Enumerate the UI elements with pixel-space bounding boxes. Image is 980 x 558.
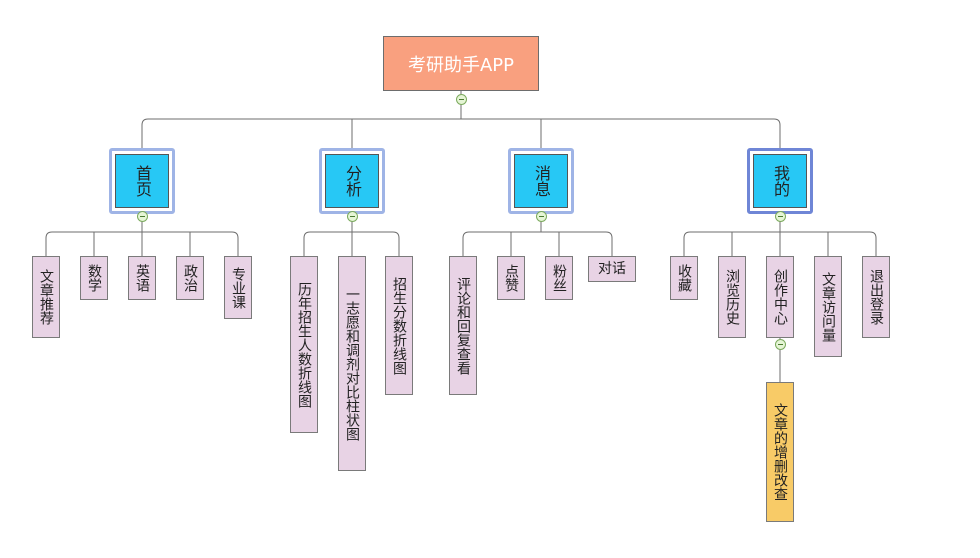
mine-collapse-toggle[interactable] (775, 211, 786, 222)
messages-collapse-toggle[interactable] (536, 211, 547, 222)
leaf-logout[interactable]: 退出登录 (862, 256, 890, 338)
leaf-english[interactable]: 英语 (128, 256, 156, 300)
leaf-creation-center[interactable]: 创作中心 (766, 256, 794, 338)
category-label-analysis: 分析 (325, 154, 379, 208)
leaf-likes[interactable]: 点赞 (497, 256, 525, 300)
leaf-math[interactable]: 数学 (80, 256, 108, 300)
home-collapse-toggle[interactable] (137, 211, 148, 222)
leaf-comments-replies[interactable]: 评论和回复查看 (449, 256, 477, 395)
root-collapse-toggle[interactable] (456, 94, 467, 105)
category-node-messages[interactable]: 消息 (508, 148, 574, 214)
category-label-mine: 我的 (753, 154, 807, 208)
leaf-article-views[interactable]: 文章访问量 (814, 256, 842, 357)
leaf-favorites[interactable]: 收藏 (670, 256, 698, 300)
root-node[interactable]: 考研助手APP (383, 36, 539, 91)
leaf-major-course[interactable]: 专业课 (224, 256, 252, 319)
creation-center-collapse-toggle[interactable] (775, 339, 786, 350)
category-label-messages: 消息 (514, 154, 568, 208)
leaf-score-line-chart[interactable]: 招生分数折线图 (385, 256, 413, 395)
category-node-home[interactable]: 首页 (109, 148, 175, 214)
leaf-browse-history[interactable]: 浏览历史 (718, 256, 746, 338)
leaf-article-crud[interactable]: 文章的增删改查 (766, 382, 794, 522)
analysis-collapse-toggle[interactable] (347, 211, 358, 222)
leaf-dialog[interactable]: 对话 (588, 256, 636, 282)
category-node-analysis[interactable]: 分析 (319, 148, 385, 214)
leaf-politics[interactable]: 政治 (176, 256, 204, 300)
leaf-first-choice-adjust-bar-chart[interactable]: 一志愿和调剂对比柱状图 (338, 256, 366, 471)
category-node-mine[interactable]: 我的 (747, 148, 813, 214)
leaf-article-recommend[interactable]: 文章推荐 (32, 256, 60, 338)
leaf-fans[interactable]: 粉丝 (545, 256, 573, 300)
category-label-home: 首页 (115, 154, 169, 208)
leaf-enrollment-line-chart[interactable]: 历年招生人数折线图 (290, 256, 318, 433)
